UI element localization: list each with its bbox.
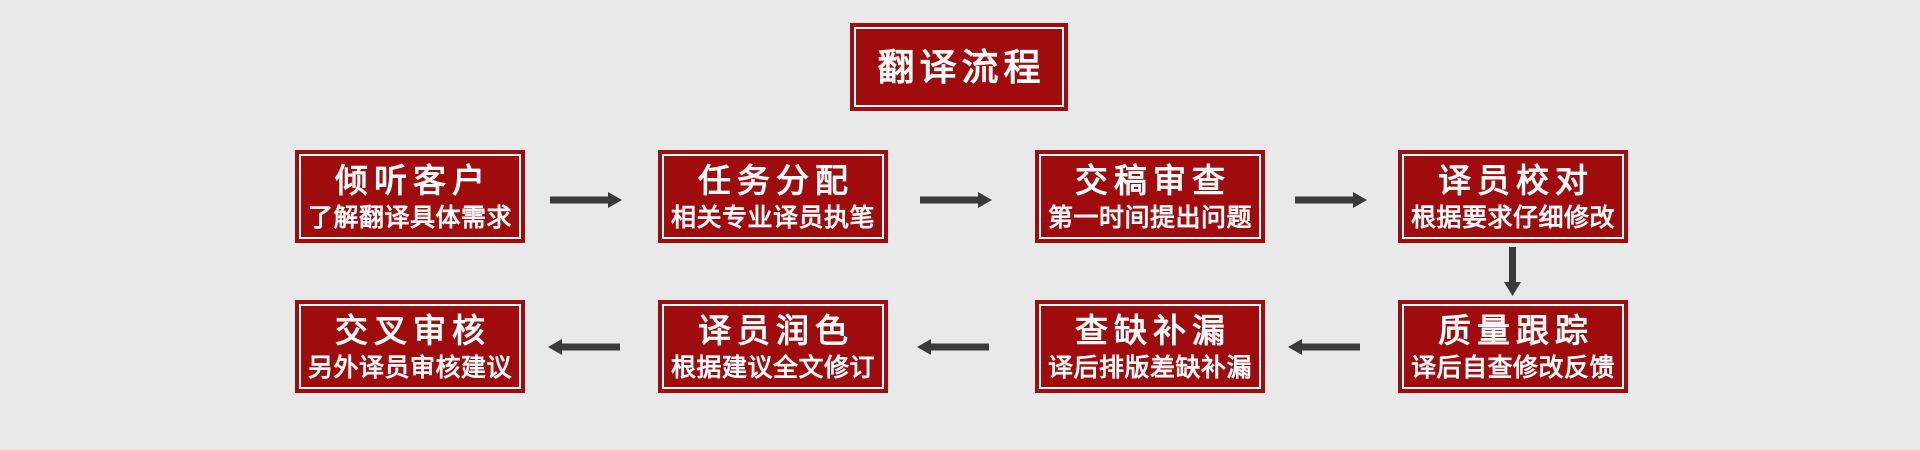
step-translator-proofreading: 译员校对 根据要求仔细修改 [1398,150,1628,243]
arrow-right-icon [550,192,622,208]
step-quality-tracking: 质量跟踪 译后自查修改反馈 [1398,300,1628,393]
step-heading: 任务分配 [698,162,854,199]
step-subtitle: 根据建议全文修订 [670,354,875,382]
step-cross-review: 交叉审核 另外译员审核建议 [295,300,525,393]
step-gap-filling: 查缺补漏 译后排版差缺补漏 [1035,300,1265,393]
step-listen-customer: 倾听客户 了解翻译具体需求 [295,150,525,243]
arrow-left-icon [548,339,620,355]
step-heading: 质量跟踪 [1438,312,1594,349]
step-subtitle: 译后排版差缺补漏 [1047,354,1252,382]
arrow-left-icon [917,339,989,355]
arrow-down-icon [1504,247,1521,296]
step-subtitle: 译后自查修改反馈 [1410,354,1615,382]
step-heading: 译员润色 [698,312,854,349]
step-heading: 倾听客户 [335,162,491,199]
step-subtitle: 第一时间提出问题 [1047,204,1252,232]
step-heading: 交稿审查 [1075,162,1231,199]
step-submission-review: 交稿审查 第一时间提出问题 [1035,150,1265,243]
step-subtitle: 了解翻译具体需求 [307,204,512,232]
arrow-right-icon [920,192,992,208]
flowchart-title-label: 翻译流程 [877,46,1046,88]
step-translator-polishing: 译员润色 根据建议全文修订 [658,300,888,393]
step-heading: 交叉审核 [335,312,491,349]
flowchart-title: 翻译流程 [850,23,1068,111]
arrow-right-icon [1295,192,1367,208]
arrow-left-icon [1288,339,1360,355]
step-heading: 译员校对 [1438,162,1594,199]
step-heading: 查缺补漏 [1075,312,1231,349]
step-subtitle: 根据要求仔细修改 [1410,204,1615,232]
step-subtitle: 相关专业译员执笔 [670,204,875,232]
step-subtitle: 另外译员审核建议 [307,354,512,382]
step-task-assignment: 任务分配 相关专业译员执笔 [658,150,888,243]
